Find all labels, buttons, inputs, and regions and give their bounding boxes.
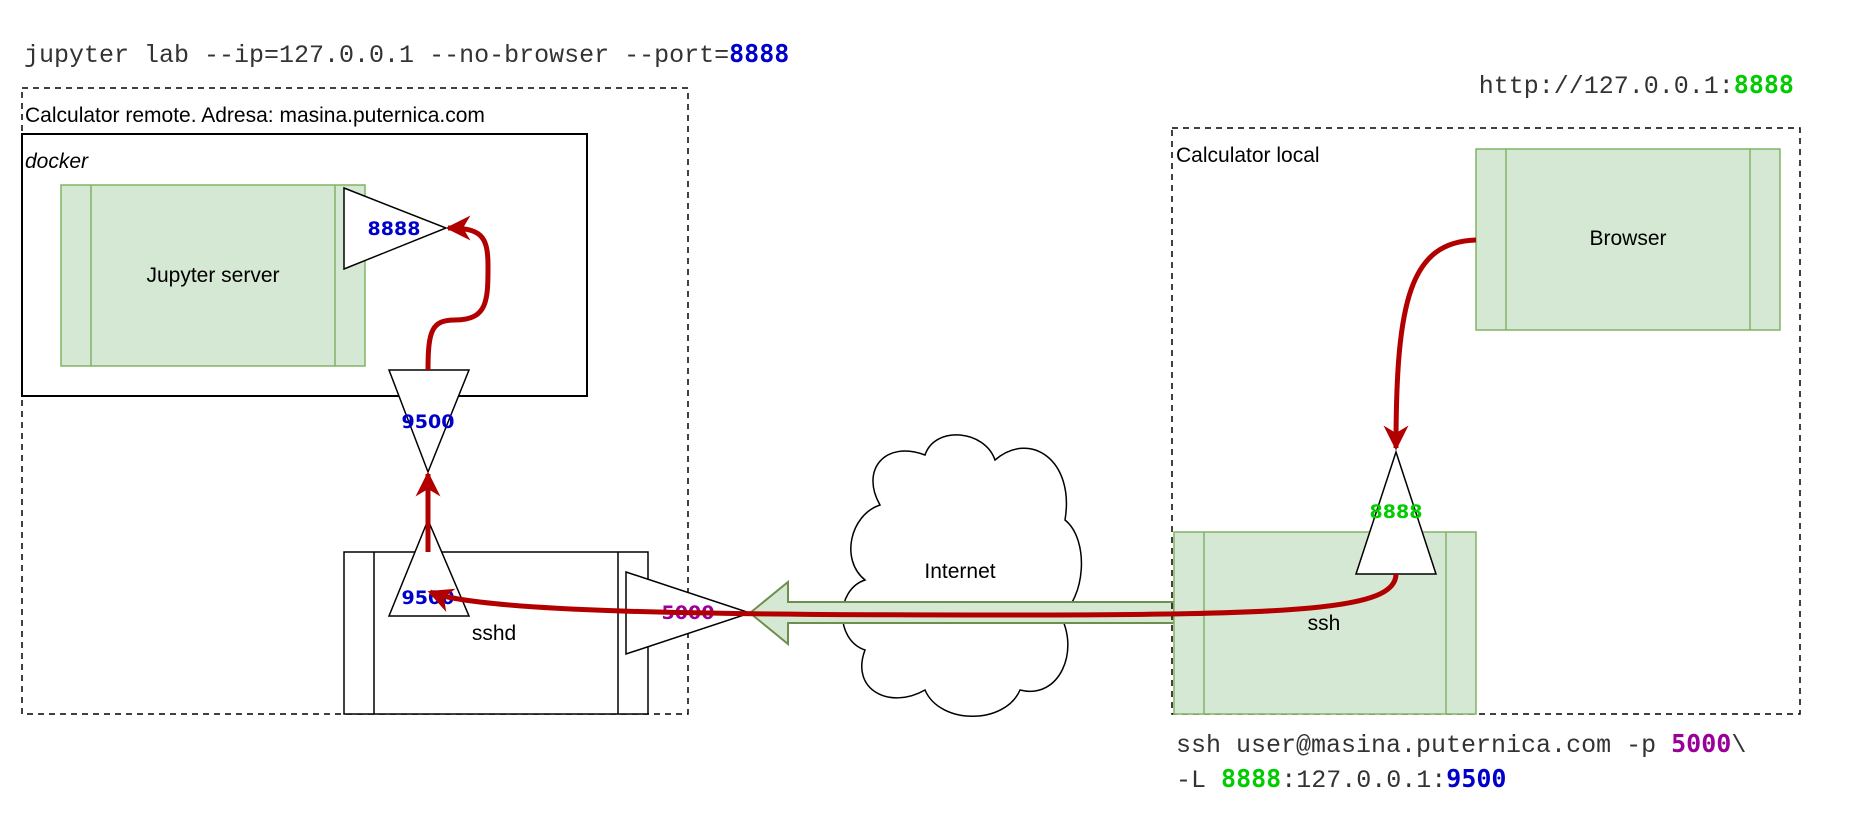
- ssh-process: ssh: [1173, 531, 1477, 715]
- remote-computer-container: [21, 87, 689, 715]
- flow-docker-to-jupyter: [425, 215, 491, 371]
- ssh-local-port-label: 8888: [1370, 501, 1423, 523]
- jupyter-port: [343, 186, 449, 271]
- ssh-label: ssh: [1308, 612, 1341, 635]
- jupyter-server-label: Jupyter server: [146, 264, 279, 287]
- jupyter-command-port: 8888: [729, 39, 789, 68]
- local-computer-container: [1171, 127, 1801, 715]
- internet-cloud: [841, 434, 1083, 717]
- ssh-command-line-2: -L 8888:127.0.0.1:9500: [1176, 764, 1506, 795]
- jupyter-port-label: 8888: [368, 218, 421, 240]
- jupyter-command: jupyter lab --ip=127.0.0.1 --no-browser …: [24, 39, 789, 70]
- sshd-process: sshd: [343, 551, 649, 715]
- docker-port-label: 9500: [402, 411, 455, 433]
- local-computer-label: Calculator local: [1176, 144, 1320, 167]
- browser-url: http://127.0.0.1:8888: [1479, 70, 1794, 101]
- internet-label: Internet: [924, 560, 995, 583]
- docker-label: docker: [25, 150, 89, 173]
- traffic-flow: [415, 215, 1477, 618]
- jupyter-server-process: Jupyter server: [60, 184, 366, 367]
- remote-computer-label: Calculator remote. Adresa: masina.putern…: [25, 104, 485, 127]
- sshd-label: sshd: [472, 622, 516, 645]
- browser-label: Browser: [1589, 227, 1666, 250]
- flow-ssh-to-sshd: [427, 573, 1399, 618]
- ssh-command-line-1: ssh user@masina.puternica.com -p 5000\: [1176, 729, 1746, 760]
- browser-process: Browser: [1475, 148, 1781, 331]
- flow-browser-to-ssh: [1383, 237, 1477, 451]
